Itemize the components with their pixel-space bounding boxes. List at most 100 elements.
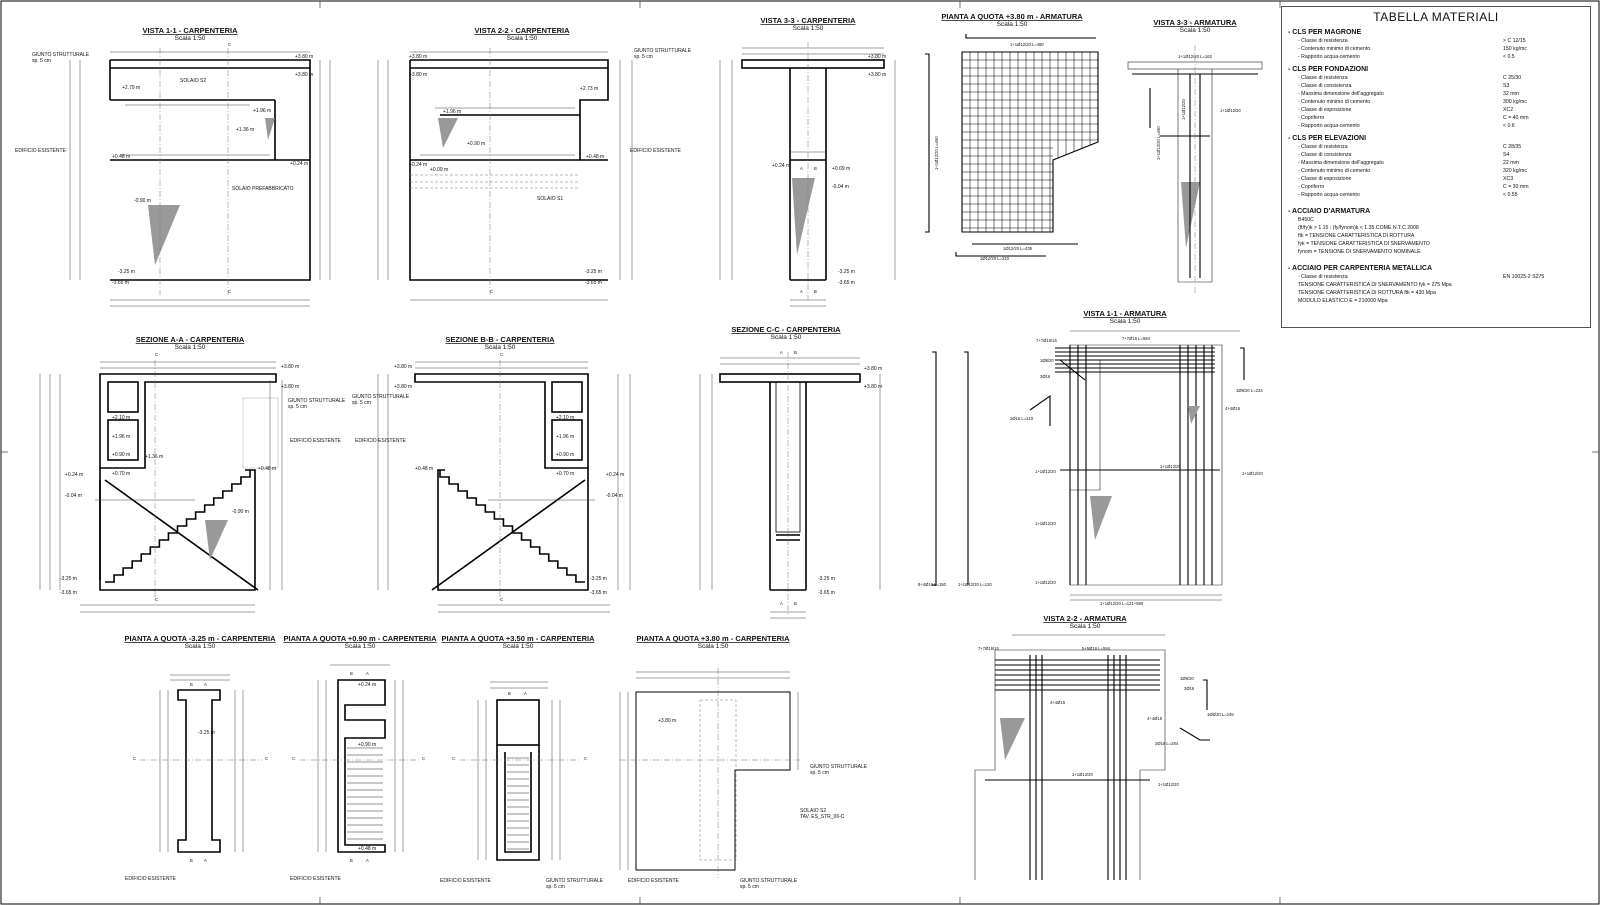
steel-line: B450C <box>1298 217 1314 223</box>
rebar-label: 8+4Ø16 L=150 <box>918 582 947 587</box>
materials-key: - Copriferro <box>1298 184 1325 190</box>
note-giunto: GIUNTO STRUTTURALE <box>740 878 798 884</box>
view-scale: Scala 1:50 <box>175 35 206 42</box>
materials-value: > C 12/15 <box>1503 38 1526 44</box>
note-solaio-pref: SOLAIO PREFABBRICATO <box>232 186 294 192</box>
level-mark: +0.90 m <box>556 452 574 458</box>
materials-value: < 0.55 <box>1503 192 1518 198</box>
materials-value: EN 10025-2 S275 <box>1503 274 1545 280</box>
section-mark: C <box>422 756 425 761</box>
section-mark: A <box>204 858 207 863</box>
view-vista-3-3-armatura: VISTA 3-3 - ARMATURA Scala 1:50 1+1Ø12/2… <box>1127 18 1263 295</box>
section-mark: B <box>190 682 193 687</box>
rebar-bars <box>1055 345 1220 585</box>
note-giunto-sp: sp. 5 cm <box>32 58 51 64</box>
view-pianta-325: PIANTA A QUOTA -3.25 m - CARPENTERIA Sca… <box>124 634 276 882</box>
level-mark: -0.90 m <box>232 509 249 515</box>
note-giunto: GIUNTO STRUTTURALE <box>288 398 346 404</box>
materials-value: < 0.5 <box>1503 54 1515 60</box>
materials-value: C = 30 mm <box>1503 184 1529 190</box>
materials-row: - Classe di resistenza> C 12/15 <box>1298 37 1590 45</box>
note-edificio: EDIFICIO ESISTENTE <box>290 876 342 882</box>
level-mark: +0.48 m <box>258 466 276 472</box>
view-title: PIANTA A QUOTA +0.90 m - CARPENTERIA <box>283 634 437 643</box>
materials-key: - Rapporto acqua-cemento <box>1298 54 1360 60</box>
materials-row: - Rapporto acqua-cemento< 0.55 <box>1298 191 1590 199</box>
level-mark: +1.96 m <box>443 109 461 115</box>
note-edificio: EDIFICIO ESISTENTE <box>355 438 407 444</box>
materials-value: XC2 <box>1503 107 1514 113</box>
note-solaio-s2: SOLAIO S2 <box>800 808 826 814</box>
level-mark: -0.90 m <box>134 198 151 204</box>
view-scale: Scala 1:50 <box>507 35 538 42</box>
level-mark: +3.80 m <box>658 718 676 724</box>
level-mark: +2.10 m <box>112 415 130 421</box>
level-mark: +3.80 m <box>409 72 427 78</box>
materials-key: - Classe di resistenza <box>1298 274 1348 280</box>
rebar-label: 1+1Ø12/20 L=121+590 <box>1100 601 1144 606</box>
dim-label: C <box>228 289 231 294</box>
rebar-label: 1+1Ø12/20 L=460 <box>1156 126 1161 160</box>
materials-row: - Classe di resistenza EN 10025-2 S275 <box>1298 273 1590 281</box>
level-mark: +0.70 m <box>556 471 574 477</box>
section-mark: B <box>508 691 511 696</box>
rebar-label: 1Ø8/20 <box>1180 676 1194 681</box>
section-mark: A <box>524 691 527 696</box>
materials-key: - Massima dimensione dell'aggregato <box>1298 91 1384 97</box>
level-mark: -3.65 m <box>585 280 602 286</box>
level-mark: +0.09 m <box>430 167 448 173</box>
stair-steps <box>105 470 251 583</box>
rebar-label: 2Ø16 <box>1040 374 1051 379</box>
view-title: PIANTA A QUOTA +3.50 m - CARPENTERIA <box>441 634 595 643</box>
view-title: VISTA 2-2 - CARPENTERIA <box>474 26 570 35</box>
materials-value: XC3 <box>1503 176 1514 182</box>
view-sezione-b-b: SEZIONE B-B - CARPENTERIA Scala 1:50 C C… <box>352 335 631 613</box>
view-pianta-350: PIANTA A QUOTA +3.50 m - CARPENTERIA Sca… <box>440 634 604 890</box>
level-mark: +3.80 m <box>295 72 313 78</box>
level-mark: -3.65 m <box>112 280 129 286</box>
view-scale: Scala 1:50 <box>345 643 376 650</box>
level-mark: +3.80 m <box>394 384 412 390</box>
level-mark: +0.09 m <box>832 166 850 172</box>
view-sezione-a-a: SEZIONE A-A - CARPENTERIA Scala 1:50 C C… <box>39 335 346 613</box>
level-mark: +0.48 m <box>415 466 433 472</box>
materials-section-title: - CLS PER ELEVAZIONI <box>1288 135 1367 142</box>
level-mark: +3.80 m <box>864 366 882 372</box>
stair-treads <box>347 747 383 840</box>
level-mark: +0.90 m <box>112 452 130 458</box>
note-giunto: GIUNTO STRUTTURALE <box>546 878 604 884</box>
level-mark: +0.48 m <box>358 846 376 852</box>
level-mark: -3.65 m <box>590 590 607 596</box>
steel-line: fynom = TENSIONE DI SNERVAMENTO NOMINALE <box>1298 249 1421 255</box>
level-mark: +1.36 m <box>236 127 254 133</box>
materials-key: - Classe di consistenza <box>1298 83 1352 89</box>
level-mark: -0.04 m <box>65 493 82 499</box>
level-mark: -3.25 m <box>118 269 135 275</box>
view-title: VISTA 2-2 - ARMATURA <box>1043 614 1127 623</box>
rebar-label: 1+1Ø12/20 <box>1035 469 1057 474</box>
note-giunto: GIUNTO STRUTTURALE <box>634 48 692 54</box>
section-mark: A <box>366 858 369 863</box>
section-mark: B <box>350 858 353 863</box>
view-title: SEZIONE A-A - CARPENTERIA <box>136 335 245 344</box>
rebar-label: 7+7Ø16/15 <box>978 646 1000 651</box>
section-mark: A <box>780 350 783 355</box>
materials-section-title: - CLS PER FONDAZIONI <box>1288 66 1369 73</box>
level-mark: +0.24 m <box>606 472 624 478</box>
rebar-label: 4+4Ø16 <box>1050 700 1066 705</box>
rebar-bars <box>985 655 1160 880</box>
rebar-label: 1+1Ø12/20 L=120 <box>958 582 992 587</box>
view-pianta-090: PIANTA A QUOTA +0.90 m - CARPENTERIA Sca… <box>283 634 437 882</box>
section-mark: C <box>452 756 455 761</box>
metal-line: TENSIONE CARATTERISTICA DI ROTTURA ftk =… <box>1298 290 1436 296</box>
dim-label: C <box>490 289 493 294</box>
level-mark: +0.90 m <box>358 742 376 748</box>
level-mark: +3.80 m <box>295 54 313 60</box>
